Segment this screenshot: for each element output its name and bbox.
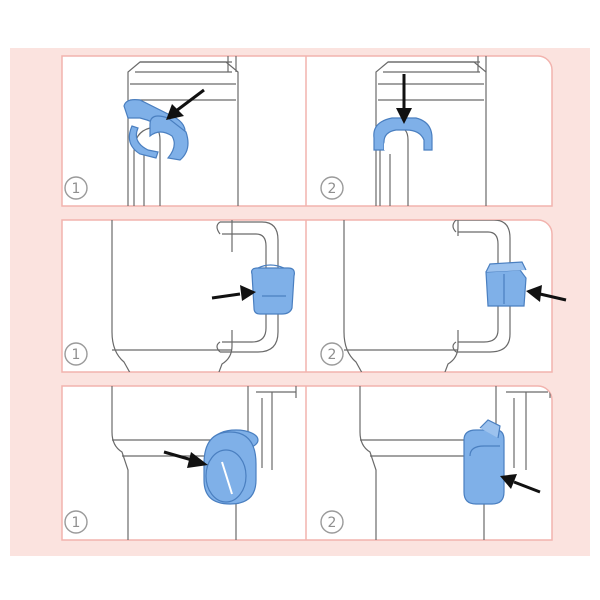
row-3-step-2-arrow-icon [500,474,541,494]
row-2-step-1-arrow-icon [211,285,256,301]
row-1-step-2-arrow-icon [396,74,412,124]
round-holder-icon [203,429,259,505]
row-2-step-1-label-ring [64,342,88,366]
row-3-step-1-arrow-icon [163,450,208,468]
row-2-panel: 1 2 [61,219,567,373]
handle-clip-open-icon [123,99,189,161]
sleeve-clip-attached-icon [485,261,527,307]
row-2-step-2-label-ring [320,342,344,366]
row-1-step-2-label-ring [320,176,344,200]
sleeve-clip-icon [251,264,295,315]
row-3-panel: 1 2 [61,385,553,541]
row-3-step-2-label-ring [320,510,344,534]
row-2-step-2-arrow-icon [526,285,567,302]
row-1-step-1-arrow-icon [166,88,205,120]
handle-clip-seated-icon [373,117,433,151]
round-holder-side-icon [463,419,505,505]
row-1-step-1-label: 1 [72,181,81,197]
row-3-step-2-label: 2 [328,515,337,531]
row-3-step-1-label: 1 [72,515,81,531]
row-2-step-2-label: 2 [328,347,337,363]
row-1-step-1-label-ring [64,176,88,200]
row-3-step-1-label-ring [64,510,88,534]
row-1-panel: 1 2 [61,55,553,207]
row-1-step-2-label: 2 [328,181,337,197]
row-2-step-1-label: 1 [72,347,81,363]
